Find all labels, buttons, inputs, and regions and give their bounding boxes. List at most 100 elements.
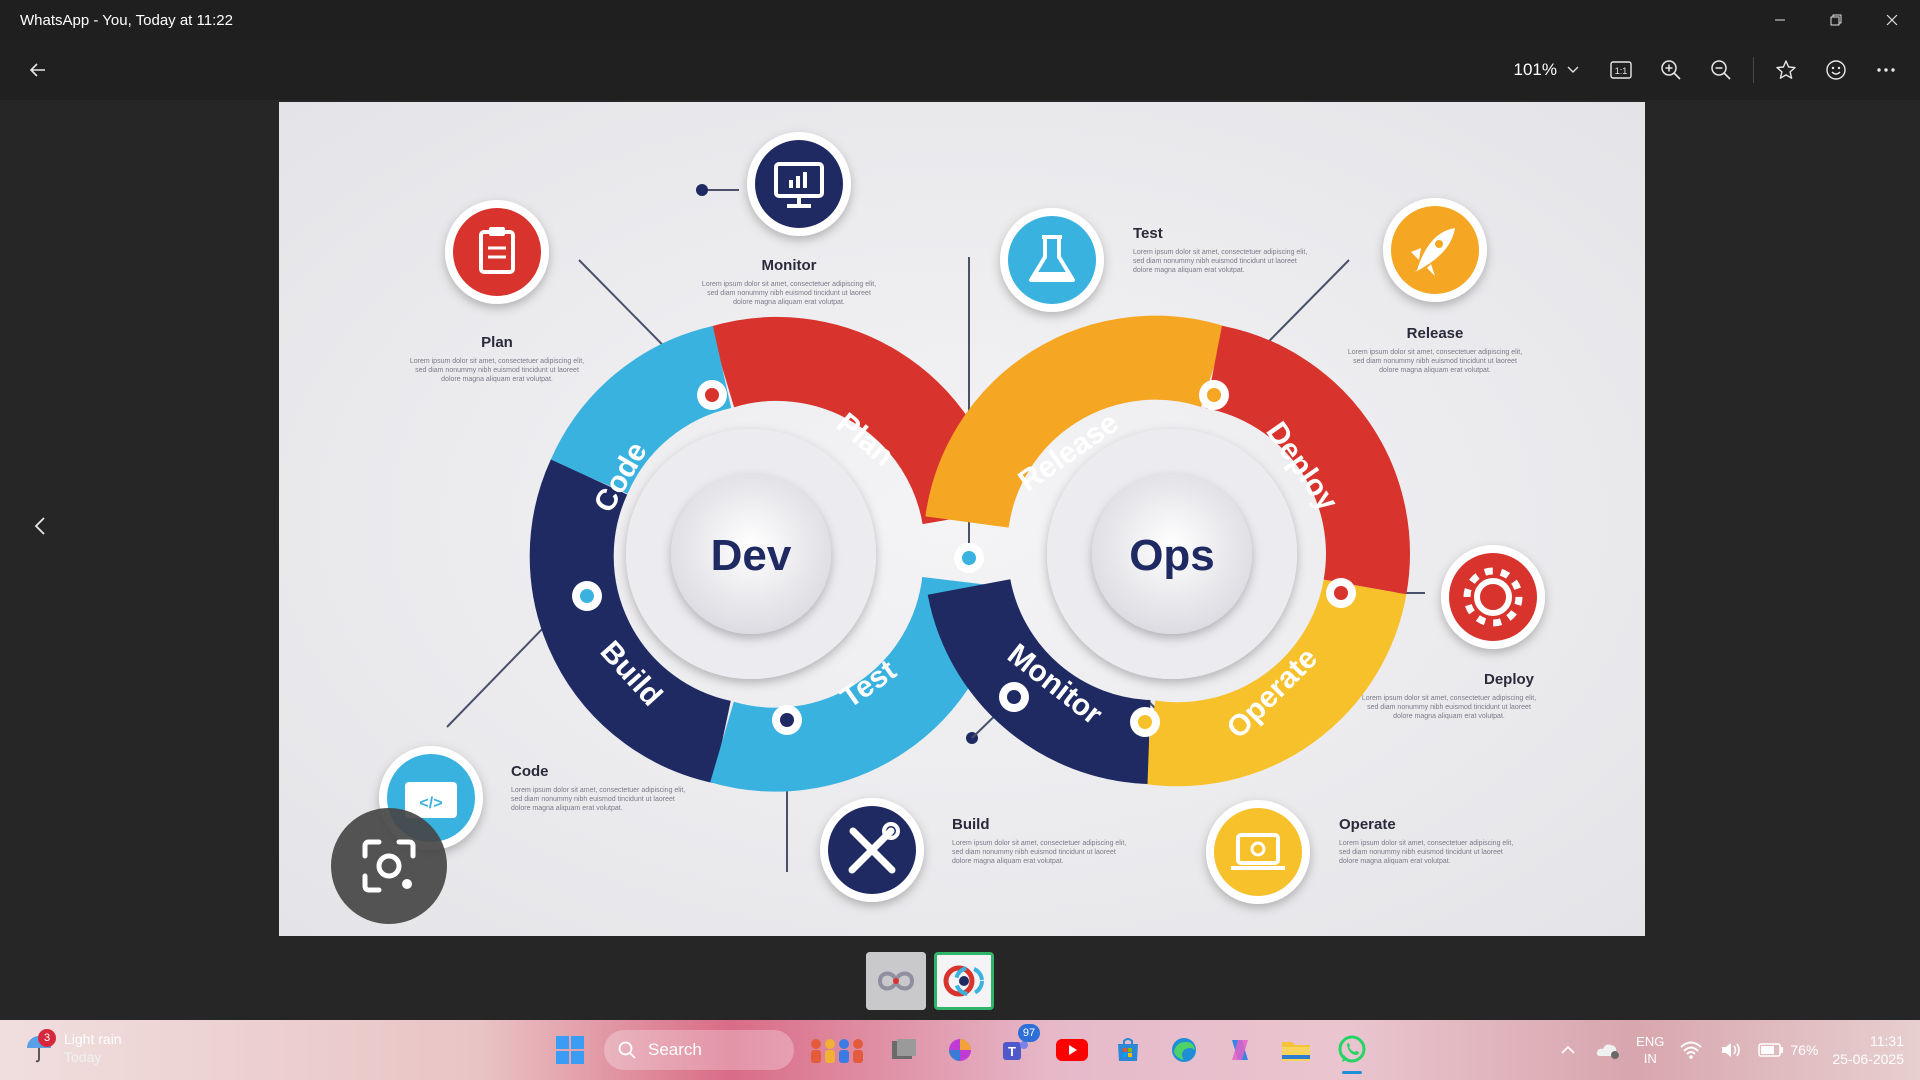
flask-icon (1029, 235, 1075, 282)
clock-time: 11:31 (1870, 1033, 1904, 1049)
ops-label: Ops (1129, 531, 1215, 580)
back-button[interactable] (20, 52, 56, 88)
taskbar: 3 Light rain Today Search (0, 1020, 1920, 1080)
devops-infographic-image: Dev Ops Plan Code Build Test Release Dep… (279, 102, 1645, 936)
plan-bubble (445, 200, 549, 304)
callout-test-body-wrap: Lorem ipsum dolor sit amet, consectetuer… (1133, 249, 1307, 274)
thumbnail-strip (866, 952, 994, 1010)
favorite-button[interactable] (1768, 52, 1804, 88)
callout-operate-title: Operate (1339, 816, 1396, 833)
close-button[interactable] (1864, 0, 1920, 40)
visual-search-button[interactable] (331, 808, 447, 924)
weather-alert-badge: 3 (38, 1029, 56, 1047)
callout-operate-body-wrap: Lorem ipsum dolor sit amet, consectetuer… (1339, 840, 1513, 865)
wifi-icon[interactable] (1678, 1028, 1704, 1072)
more-horizontal-icon (1877, 68, 1895, 72)
callout-release-body-wrap: Lorem ipsum dolor sit amet, consectetuer… (1348, 349, 1522, 374)
rocket-icon (1411, 228, 1455, 276)
ring-segment-code (550, 326, 733, 495)
edge-button[interactable] (1162, 1028, 1206, 1072)
callout-deploy-body: Lorem ipsum dolor sit amet, consectetuer… (1361, 695, 1537, 720)
battery-percentage: 76% (1790, 1042, 1819, 1058)
show-hidden-icons-button[interactable] (1556, 1028, 1580, 1072)
laptop-gear-icon (1231, 833, 1285, 870)
folder-icon (1282, 1042, 1310, 1061)
task-view-button[interactable] (882, 1028, 926, 1072)
taskbar-search[interactable]: Search (604, 1030, 794, 1070)
viewer-toolbar: 101% 1:1 (0, 40, 1920, 100)
volume-icon[interactable] (1718, 1028, 1744, 1072)
copilot-button[interactable] (938, 1028, 982, 1072)
callout-plan-title: Plan (481, 334, 513, 351)
svg-text:</>: </> (419, 795, 442, 812)
people-widget-icon[interactable] (806, 1028, 870, 1072)
callout-plan-body: Lorem ipsum dolor sit amet, consectetuer… (409, 358, 585, 383)
toolbar-actions: 101% 1:1 (1504, 50, 1904, 90)
toolbar-divider (1753, 57, 1754, 83)
react-button[interactable] (1818, 52, 1854, 88)
callout-bodies: Lorem ipsum dolor sit amet, consectetuer… (409, 249, 1537, 865)
ring-segment-operate (1142, 578, 1407, 787)
image-viewer: Dev Ops Plan Code Build Test Release Dep… (0, 100, 1920, 1020)
battery-indicator[interactable]: 76% (1758, 1042, 1818, 1058)
search-placeholder: Search (648, 1040, 702, 1059)
ring-segment-release (925, 315, 1227, 529)
weather-condition: Light rain (64, 1031, 122, 1047)
onedrive-sync-icon[interactable] (1594, 1028, 1622, 1072)
copilot-icon (949, 1039, 971, 1061)
zoom-out-icon (1711, 60, 1731, 80)
chevron-left-icon (34, 517, 45, 535)
star-icon (1776, 60, 1796, 79)
callout-deploy-body-wrap: Lorem ipsum dolor sit amet, consectetuer… (1361, 695, 1537, 720)
callout-code-body: Lorem ipsum dolor sit amet, consectetuer… (511, 787, 686, 812)
language-indicator[interactable]: ENG IN (1636, 1033, 1664, 1067)
callout-build-body: Lorem ipsum dolor sit amet, consectetuer… (952, 840, 1127, 865)
zoom-in-button[interactable] (1653, 52, 1689, 88)
ring-node-dots (572, 380, 1356, 737)
devops-thumbnail-icon (937, 955, 991, 1007)
copilot-app-button[interactable] (1218, 1028, 1262, 1072)
callout-build-body-wrap: Lorem ipsum dolor sit amet, consectetuer… (952, 840, 1127, 865)
callout-release-title: Release (1407, 325, 1464, 342)
callout-monitor-body-wrap: Lorem ipsum dolor sit amet, consectetuer… (702, 281, 876, 306)
weather-widget[interactable]: 3 Light rain Today (24, 1029, 122, 1066)
callout-plan-body-wrap: Lorem ipsum dolor sit amet, consectetuer… (409, 358, 585, 383)
devops-infinity-diagram: Dev Ops Plan Code Build Test Release Dep… (379, 132, 1545, 904)
clock[interactable]: 11:31 25-06-2025 (1832, 1032, 1904, 1068)
actual-size-button[interactable]: 1:1 (1603, 52, 1639, 88)
restore-icon (1830, 14, 1842, 26)
youtube-icon (1056, 1039, 1088, 1061)
minimize-button[interactable] (1752, 0, 1808, 40)
close-icon (1886, 14, 1898, 26)
ring-segment-build (529, 459, 732, 784)
restore-button[interactable] (1808, 0, 1864, 40)
microsoft-store-button[interactable] (1106, 1028, 1150, 1072)
thumbnail-1[interactable] (866, 952, 926, 1010)
previous-image-button[interactable] (24, 510, 56, 542)
ops-hub (1092, 474, 1252, 634)
ring-segment-monitor (927, 578, 1152, 784)
zoom-out-button[interactable] (1703, 52, 1739, 88)
chevron-down-icon (1567, 66, 1579, 73)
start-button[interactable] (548, 1028, 592, 1072)
thumbnail-2[interactable] (934, 952, 994, 1010)
zoom-dropdown[interactable]: 101% (1504, 60, 1589, 80)
minimize-icon (1775, 19, 1785, 21)
copilot-app-icon (1232, 1040, 1248, 1060)
infinity-thumbnail-icon (866, 952, 926, 1010)
callout-monitor-title: Monitor (762, 257, 817, 274)
store-icon (1118, 1038, 1138, 1061)
teams-button[interactable]: T 97 (994, 1024, 1040, 1072)
language-code: ENG (1636, 1034, 1665, 1049)
teams-icon: T (1003, 1041, 1028, 1060)
svg-text:1:1: 1:1 (1615, 66, 1628, 76)
callouts: Plan Monitor Test Release Deploy Code Bu… (481, 225, 1535, 833)
youtube-button[interactable] (1050, 1028, 1094, 1072)
whatsapp-button[interactable] (1330, 1028, 1374, 1074)
lens-scan-icon (362, 839, 416, 893)
more-options-button[interactable] (1868, 52, 1904, 88)
file-explorer-button[interactable] (1274, 1028, 1318, 1072)
weather-text: Light rain Today (64, 1030, 122, 1066)
title-bar: WhatsApp - You, Today at 11:22 (0, 0, 1920, 40)
monitor-bubble (747, 132, 851, 236)
